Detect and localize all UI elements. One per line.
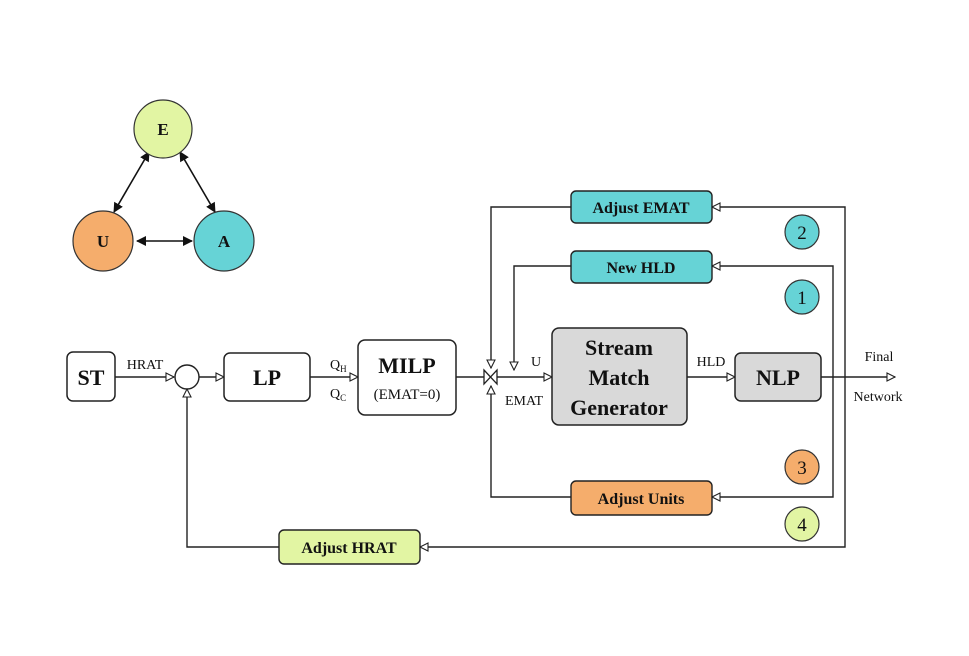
block-st: ST [66, 351, 116, 402]
signal-emat: EMAT [505, 394, 544, 409]
adjust-emat-label: Adjust EMAT [592, 200, 689, 217]
line-adjust-units-to-valve [491, 386, 571, 498]
badge-3-number: 3 [797, 458, 807, 479]
block-nlp: NLP [734, 352, 822, 402]
line-to-adjust-units [712, 377, 834, 497]
feedback-adjust-hrat: Adjust HRAT [278, 529, 421, 565]
block-generator-line1: Stream [585, 335, 653, 360]
signal-u: U [531, 355, 541, 370]
node-e-label: E [157, 120, 168, 139]
edge-e-u [113, 151, 150, 213]
block-milp: MILP (EMAT=0) [357, 339, 457, 416]
signal-qh: QH [330, 358, 347, 374]
node-e [133, 99, 193, 159]
block-lp: LP [223, 352, 311, 402]
feedback-adjust-units: Adjust Units [570, 480, 713, 516]
node-u-label: U [97, 232, 109, 251]
block-nlp-label: NLP [756, 365, 800, 390]
badge-1: 1 [784, 279, 820, 315]
edge-e-a [179, 151, 216, 213]
line-to-new-hld [712, 266, 834, 377]
signal-hrat: HRAT [127, 358, 164, 373]
line-adjust-hrat-to-sum [187, 389, 279, 548]
new-hld-label: New HLD [607, 260, 676, 277]
block-generator-line2: Match [588, 365, 649, 390]
node-a-label: A [218, 232, 231, 251]
badge-2: 2 [784, 214, 820, 250]
feedback-new-hld: New HLD [570, 250, 713, 284]
line-adjust-emat-to-valve [491, 206, 571, 368]
badge-4-number: 4 [797, 515, 807, 536]
line-to-adjust-emat [712, 207, 846, 377]
adjust-units-label: Adjust Units [598, 491, 685, 508]
connectors [115, 207, 895, 547]
badge-4: 4 [784, 506, 820, 542]
output-label-line1: Final [865, 350, 894, 365]
line-to-adjust-hrat [420, 377, 846, 547]
block-milp-subtitle: (EMAT=0) [374, 387, 441, 403]
feedback-adjust-emat: Adjust EMAT [570, 190, 713, 224]
block-st-label: ST [78, 365, 105, 390]
block-generator: Stream Match Generator [551, 327, 688, 426]
node-u [72, 210, 134, 272]
block-milp-title: MILP [378, 353, 435, 378]
signal-hld: HLD [697, 355, 726, 370]
output-label-line2: Network [854, 390, 903, 405]
block-lp-label: LP [253, 365, 281, 390]
summing-junction [174, 364, 200, 390]
adjust-hrat-label: Adjust HRAT [301, 540, 397, 557]
badge-3: 3 [784, 449, 820, 485]
block-generator-line3: Generator [570, 395, 668, 420]
badge-1-number: 1 [797, 288, 807, 309]
line-new-hld-to-generator [514, 265, 571, 370]
node-a [193, 210, 255, 272]
valve-symbol [483, 368, 498, 386]
signal-qc: QC [330, 387, 346, 403]
eua-triangle: E U A [72, 99, 255, 272]
badge-2-number: 2 [797, 223, 807, 244]
